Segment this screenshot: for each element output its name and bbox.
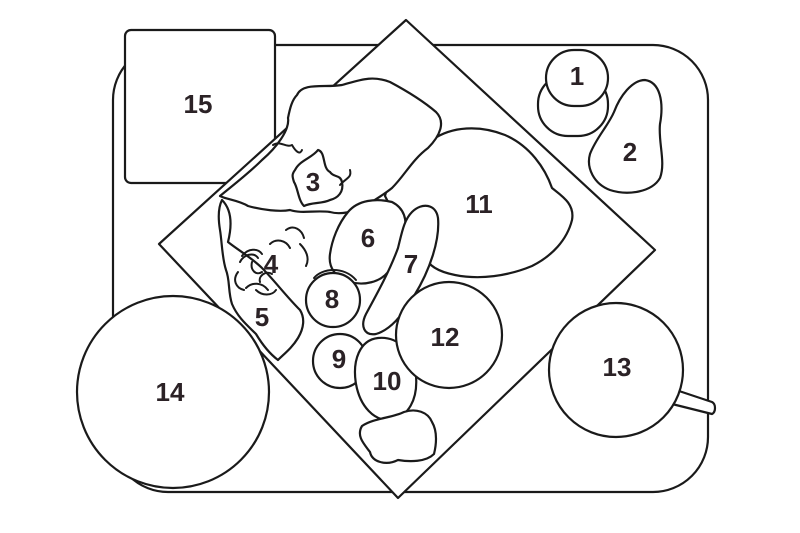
item-4-herbs xyxy=(234,248,277,296)
label-11: 11 xyxy=(465,189,493,219)
item-15-square-dish xyxy=(123,28,277,185)
label-8: 8 xyxy=(325,284,339,314)
label-6: 6 xyxy=(361,223,375,253)
label-5: 5 xyxy=(255,302,269,332)
item-3-inner-leaf xyxy=(291,148,344,208)
item-7-sausage xyxy=(362,204,440,336)
label-1: 1 xyxy=(570,61,584,91)
label-15: 15 xyxy=(184,89,213,119)
item-8-slice xyxy=(304,271,362,329)
item-1-cup-top xyxy=(544,48,610,108)
label-13: 13 xyxy=(603,352,632,382)
label-10: 10 xyxy=(373,366,402,396)
item-10-piece xyxy=(358,409,438,464)
item-5-greens xyxy=(217,198,305,362)
label-7: 7 xyxy=(404,249,418,279)
item-8-rim xyxy=(313,269,357,281)
item-14-plate xyxy=(75,294,271,490)
item-12-circle xyxy=(394,280,504,390)
label-14: 14 xyxy=(156,377,185,407)
label-3: 3 xyxy=(306,167,320,197)
item-5-leaf-detail xyxy=(239,226,309,291)
item-2-pear xyxy=(587,78,664,194)
label-4: 4 xyxy=(264,249,279,279)
item-13-handle xyxy=(670,388,717,416)
label-12: 12 xyxy=(431,322,460,352)
label-2: 2 xyxy=(623,137,637,167)
item-3-sprig xyxy=(272,142,352,186)
label-9: 9 xyxy=(332,344,346,374)
item-13-mug xyxy=(547,301,685,439)
